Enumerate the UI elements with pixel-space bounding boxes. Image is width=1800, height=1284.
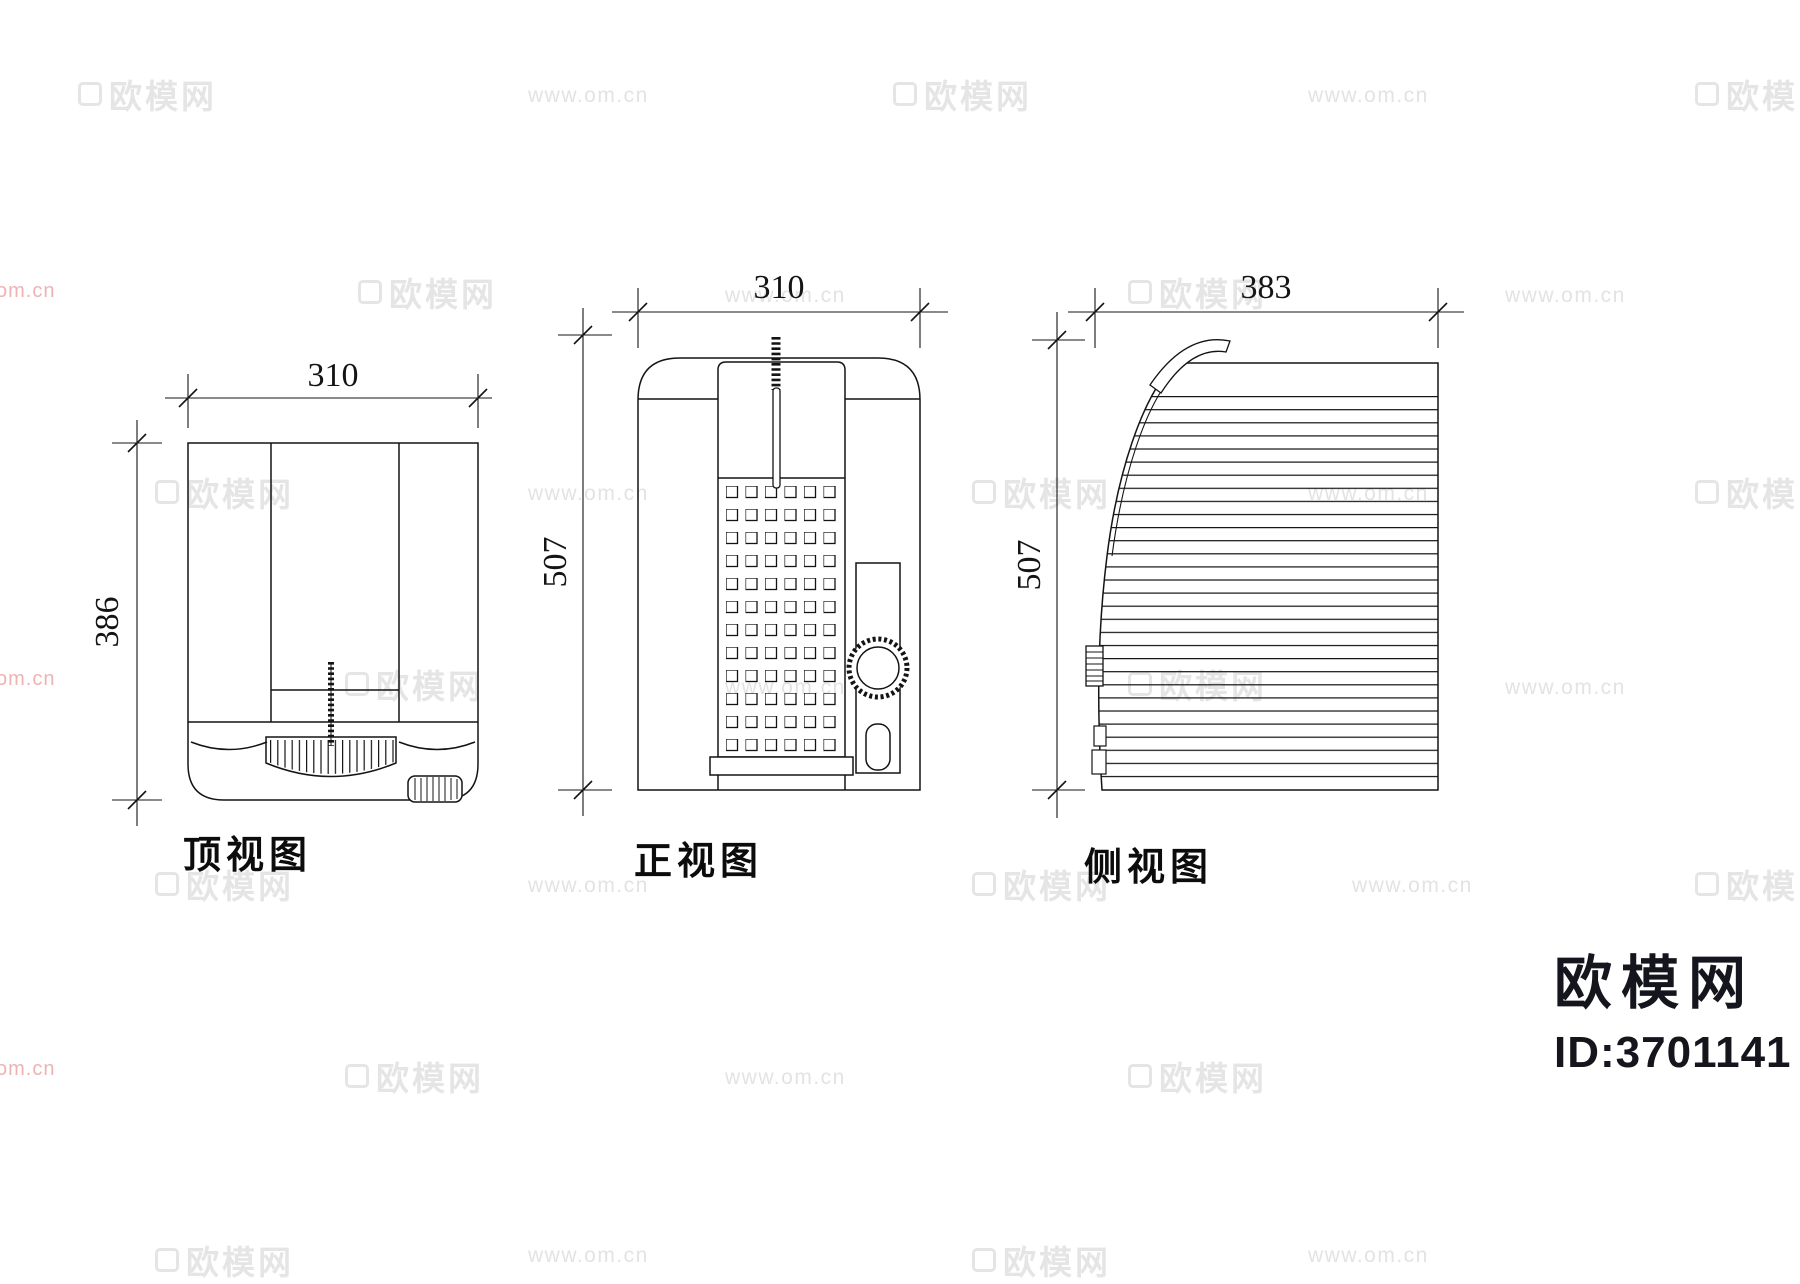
dim-side-height: 507 <box>1011 540 1048 591</box>
dimension-labels: 310 386 310 507 383 507 <box>89 269 1292 648</box>
side-view-fin <box>1149 339 1231 394</box>
front-view-pill <box>865 723 891 771</box>
dimension-lines <box>112 288 1464 826</box>
top-view-knob <box>407 775 463 803</box>
dim-top-width: 310 <box>308 357 359 394</box>
view-label-side: 侧视图 <box>1084 847 1214 889</box>
top-view-drawing <box>187 442 479 803</box>
dim-front-height: 507 <box>537 537 574 588</box>
front-view-speaker-grid <box>726 486 843 762</box>
front-view-drawing <box>637 337 921 791</box>
top-view-grille <box>265 736 397 778</box>
dim-top-height: 386 <box>89 597 126 648</box>
side-view-drawing <box>1085 339 1439 791</box>
view-label-top: 顶视图 <box>183 835 313 877</box>
brand-block: 欧模网 ID:3701141 <box>1554 936 1792 1078</box>
dim-side-width: 383 <box>1241 269 1292 306</box>
brand-id: ID:3701141 <box>1554 1028 1792 1077</box>
front-view-outline <box>637 357 921 791</box>
view-label-front: 正视图 <box>634 841 764 883</box>
front-view-panel <box>717 361 846 790</box>
dim-front-width: 310 <box>754 269 805 306</box>
brand-logo-text: 欧模网 <box>1554 951 1756 1016</box>
